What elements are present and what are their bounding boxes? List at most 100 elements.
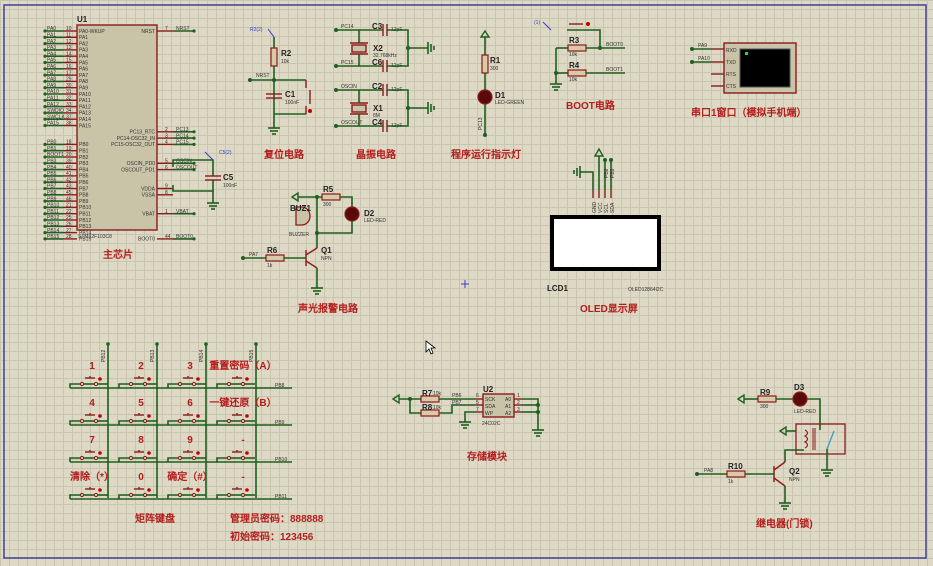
relay-rl1[interactable] — [795, 423, 846, 455]
resistor-r4[interactable] — [567, 69, 587, 77]
keypad-key[interactable]: 重置密码（A） — [209, 359, 277, 388]
keypad-key[interactable]: 清除（*） — [69, 470, 114, 499]
resistor-r5[interactable] — [321, 193, 341, 201]
run-led-circuit[interactable]: R1 300 D1 LED-GREEN PC13 程序运行指示灯 — [451, 29, 525, 161]
crystal-circuit[interactable]: PC14 PC15 X2 32.768kHz C3 C6 12pF 12pF O… — [334, 22, 435, 161]
keypad-key[interactable]: 3 — [167, 361, 206, 388]
keypad-key-label: 9 — [187, 435, 193, 446]
mcu-body[interactable] — [76, 24, 158, 231]
r7-ref: R7 — [422, 389, 433, 398]
boot1-net-label: BOOT1 — [606, 67, 623, 73]
crystal-x2[interactable] — [351, 44, 367, 53]
oled-screen[interactable] — [550, 215, 661, 271]
keypad-key[interactable]: - — [216, 435, 255, 462]
resistor-r10[interactable] — [726, 470, 746, 478]
keypad-key[interactable]: 4 — [69, 398, 108, 425]
capacitor-c5[interactable]: C5 100nF C5(2) — [172, 150, 237, 210]
crystal-x1[interactable] — [351, 104, 367, 113]
terminal-screen[interactable] — [739, 48, 791, 88]
mcu-pin-number: 38 — [66, 121, 72, 127]
keypad-key[interactable]: 1 — [69, 361, 108, 388]
led-d2[interactable] — [344, 206, 360, 222]
buzzer-buz1[interactable] — [295, 206, 311, 226]
resistor-r2[interactable] — [270, 47, 278, 67]
keypad-key[interactable]: - — [216, 472, 255, 499]
eeprom-circuit[interactable]: R7 10k R8 10k PB6 PB7 U2 SCK SDA WP A0 A… — [391, 385, 544, 463]
q2-value: NPN — [789, 477, 800, 483]
mcu-pin-number: 33 — [66, 102, 72, 108]
mcu-net-label: PB6 — [47, 177, 57, 183]
alarm-circuit[interactable]: R5 300 D2 LED-RED BUZ1 BUZZER Q1 NPN PA7… — [241, 185, 386, 315]
keypad-key[interactable]: 一键还原（B） — [209, 396, 277, 425]
reset-circuit[interactable]: R2(2) R2 10k NRST C1 100nF 复位电路 — [248, 27, 312, 161]
keypad-row-pb8: PB8 — [70, 383, 292, 389]
power-arrow-icon — [391, 393, 400, 405]
mcu-pin-number: 2 — [165, 127, 168, 133]
keypad-key[interactable]: 0 — [118, 472, 157, 499]
resistor-r6[interactable] — [265, 254, 285, 262]
keypad-key[interactable]: 2 — [118, 361, 157, 388]
mcu-pin-number: 20 — [66, 152, 72, 158]
keypad-key[interactable]: 7 — [69, 435, 108, 462]
relay-circuit[interactable]: R9 300 D3 LED-RED PA8 R10 1k Q2 NPN 继电器(… — [695, 383, 846, 530]
led-d3[interactable] — [792, 391, 808, 407]
keypad-key[interactable]: 6 — [167, 398, 206, 425]
keypad-key[interactable]: 9 — [167, 435, 206, 462]
led-d1[interactable] — [477, 89, 493, 105]
d2-value: LED-RED — [364, 218, 386, 224]
oled-display[interactable]: PB8 PB9 GND VCC SCL SDA LCD1 OLED12864I2… — [547, 147, 664, 315]
keypad-key[interactable]: 确定（#） — [167, 470, 213, 499]
resistor-r1[interactable] — [481, 54, 489, 74]
boot-circuit[interactable]: (1) R3 10k BOOT0 R4 10k BOOT1 BOOT电路 — [534, 20, 625, 112]
keypad-key[interactable]: 8 — [118, 435, 157, 462]
resistor-r3[interactable] — [567, 44, 587, 52]
uart-terminal[interactable]: PA9 PA10 RXD TXD RTS CTS 串口1窗口（模拟手机端） — [690, 42, 807, 119]
keypad-key[interactable]: 5 — [118, 398, 157, 425]
